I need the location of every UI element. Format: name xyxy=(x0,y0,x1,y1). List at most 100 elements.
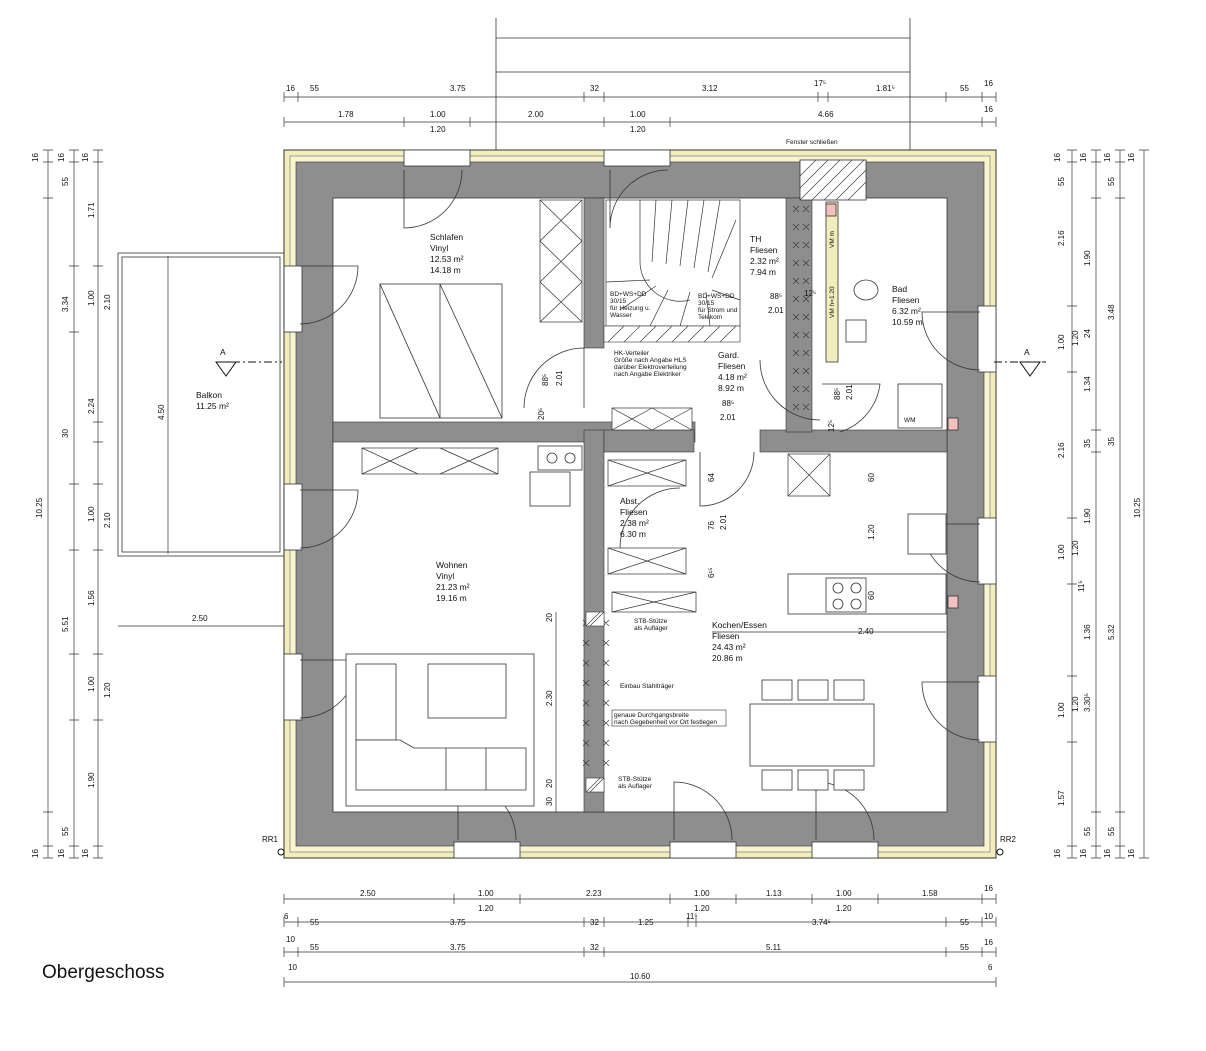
dim-text: 16 xyxy=(57,849,66,858)
note-line: 30/15 xyxy=(698,300,715,307)
note-shaft-right: BD+WS+DD 30/15 für Strom und Telekom xyxy=(698,293,738,321)
room-area: 12.53 m² xyxy=(430,254,464,264)
windows xyxy=(283,149,997,859)
dim-text: 1.90 xyxy=(1083,508,1092,524)
note-stb-top: STB-Stütze als Auflager xyxy=(634,618,669,632)
living-furniture xyxy=(345,445,583,807)
dim-text: 16 xyxy=(1103,849,1112,858)
dims-left-mid: 16 1.71 1.00 2.24 30 1.00 1.56 1.00 1.90… xyxy=(57,153,96,858)
dim-text: 2.24 xyxy=(87,398,96,414)
dim-text: 2.16 xyxy=(1057,230,1066,246)
room-kochen: Kochen/Essen Fliesen 24.43 m² 20.86 m xyxy=(712,620,767,663)
dim-text: 2.01 xyxy=(555,370,564,386)
note-line: Telekom xyxy=(698,314,722,321)
dim-text: 4.50 xyxy=(157,404,166,420)
dim-text: 16 xyxy=(1079,153,1088,162)
dim-text: 1.00 xyxy=(1057,702,1066,718)
dim-text: 1.00 xyxy=(478,889,494,898)
dim-text: 1.00 xyxy=(836,889,852,898)
dim-text: 16 xyxy=(984,105,993,114)
dim-text: 60 xyxy=(867,473,876,482)
dim-text: 2.01 xyxy=(845,384,854,400)
section-markers xyxy=(215,361,1046,856)
note-line: STB-Stütze xyxy=(634,618,668,625)
dim-text: 3.75 xyxy=(450,943,466,952)
room-name: Wohnen xyxy=(436,560,468,570)
note-line: als Auflager xyxy=(618,783,653,790)
dim-text: 2.01 xyxy=(719,514,728,530)
dim-text: 55 xyxy=(310,84,319,93)
dim-text: 30 xyxy=(545,797,554,806)
room-floor: Vinyl xyxy=(430,243,448,253)
room-area: 24.43 m² xyxy=(712,642,746,652)
dim-text: 3.75 xyxy=(450,918,466,927)
dim-text: 88⁵ xyxy=(833,388,842,400)
dim-text: 1.20 xyxy=(478,904,494,913)
dim-text: 2.01 xyxy=(768,306,784,315)
dim-text: 16 xyxy=(1103,153,1112,162)
note-durchgang: genaue Durchgangsbreite nach Gegebenheit… xyxy=(611,709,727,727)
note-einbau: Einbau Stahlträger xyxy=(620,683,675,690)
note-stb-bottom: STB-Stütze als Auflager xyxy=(618,776,653,790)
dim-text: 32 xyxy=(590,84,599,93)
note-shaft-left: BD+WS+DD 30/15 für Heizung u. Wasser xyxy=(610,291,651,319)
dim-text: 1.58 xyxy=(922,889,938,898)
dim-text: 55 xyxy=(960,918,969,927)
dim-text: 2.01 xyxy=(720,413,736,422)
note-hk: HK-Verteiler Größe nach Angabe HLS darüb… xyxy=(614,350,687,378)
dimension-lines xyxy=(43,92,1149,987)
room-perimeter: 19.16 m xyxy=(436,593,467,603)
note-line: nach Gegebenheit vor Ort festlegen xyxy=(614,719,717,726)
roof-projection xyxy=(495,18,911,150)
dim-text: 20 xyxy=(545,613,554,622)
plan-title: Obergeschoss xyxy=(42,962,165,983)
dim-text: 17⁵ xyxy=(814,79,826,88)
dim-text: 16 xyxy=(1127,153,1136,162)
dim-text: 35 xyxy=(1107,437,1116,446)
dim-text: 10 xyxy=(984,912,993,921)
room-name: Abst. xyxy=(620,496,639,506)
dim-text: 10.60 xyxy=(630,972,651,981)
dim-text: 1.56 xyxy=(87,590,96,606)
kitchen-furniture xyxy=(749,513,947,791)
room-floor: Fliesen xyxy=(718,361,746,371)
dim-text: 1.34 xyxy=(1083,376,1092,392)
note-fenster: Fenster schließen xyxy=(786,139,838,146)
room-balkon: Balkon 11.25 m² xyxy=(196,390,229,411)
dim-text: 16 xyxy=(1127,849,1136,858)
room-floor: Fliesen xyxy=(892,295,920,305)
dim-text: 1.13 xyxy=(766,889,782,898)
room-th: TH Fliesen 2.32 m² 7.94 m xyxy=(750,234,779,277)
room-perimeter: 7.94 m xyxy=(750,267,776,277)
dims-right-4: 16 10.25 16 xyxy=(1127,153,1142,858)
dims-interior: 4.50 2.50 2.40 88⁵ 2.01 88⁵ 2.01 88⁵ 2.0… xyxy=(157,289,876,806)
dim-text: 2.10 xyxy=(103,294,112,310)
dims-right-2: 16 1.90 1.20 1.34 35 1.90 1.20 11⁵ 1.36 … xyxy=(1071,153,1092,858)
dims-bottom-row4: 10 10.60 6 xyxy=(288,963,993,981)
room-perimeter: 10.59 m xyxy=(892,317,923,327)
dim-text: 16 xyxy=(1053,849,1062,858)
dim-text: 88⁵ xyxy=(541,374,550,386)
note-line: HK-Verteiler xyxy=(614,350,650,357)
dim-text: 55 xyxy=(61,827,70,836)
note-line: für Heizung u. xyxy=(610,305,651,312)
room-schlafen: Schlafen Vinyl 12.53 m² 14.18 m xyxy=(430,232,464,275)
dims-left-outer: 16 55 3.34 5.51 55 16 10.25 xyxy=(31,153,70,858)
room-name: Kochen/Essen xyxy=(712,620,767,630)
dim-text: 32 xyxy=(590,918,599,927)
dim-text: 1.20 xyxy=(867,524,876,540)
dim-text: 3.30⁵ xyxy=(1083,693,1092,712)
dim-text: 1.90 xyxy=(87,772,96,788)
dim-text: 1.00 xyxy=(630,110,646,119)
note-line: als Auflager xyxy=(634,625,669,632)
dim-text: 16 xyxy=(984,884,993,893)
room-area: 4.18 m² xyxy=(718,372,747,382)
dim-text: 2.00 xyxy=(528,110,544,119)
dim-text: 1.20 xyxy=(630,125,646,134)
dim-text: 3.34 xyxy=(61,296,70,312)
room-area: 2.38 m² xyxy=(620,518,649,528)
dim-text: 1.20 xyxy=(836,904,852,913)
note-line: darüber Elektroverteilung xyxy=(614,364,687,371)
bath-fixtures xyxy=(825,201,959,609)
